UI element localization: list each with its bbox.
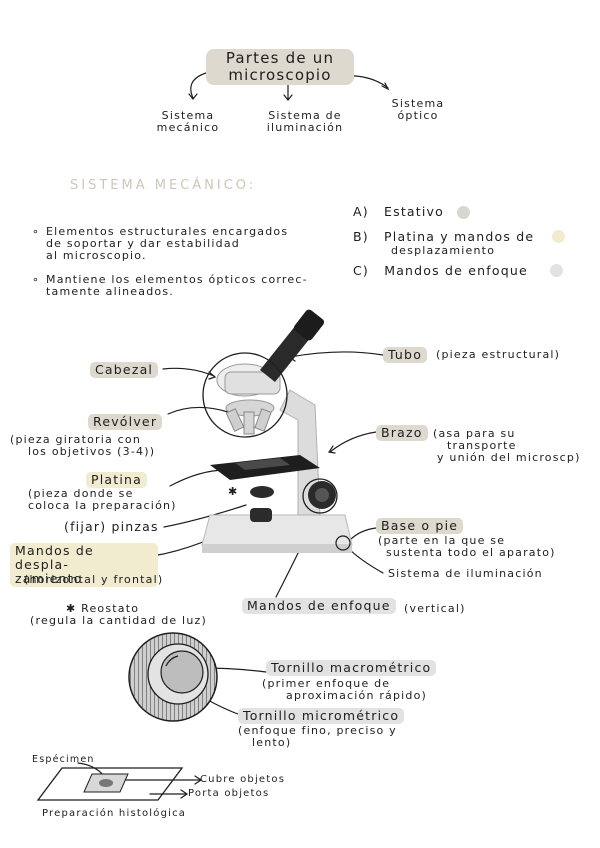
label-cabezal: Cabezal (90, 362, 159, 378)
label-revolver: Revólver (88, 414, 163, 430)
label-tornillo-macrometrico: Tornillo macrométrico (266, 660, 437, 676)
branch-optico: Sistema óptico (391, 97, 445, 122)
label-tornillo-micro-note: (enfoque fino, preciso y lento) (238, 724, 397, 749)
label-brazo: Brazo (376, 425, 428, 441)
legend-c: C) Mandos de enfoque (353, 263, 528, 278)
legend-b: B) Platina y mandos de desplazamiento (353, 229, 535, 258)
slide-drawing (36, 767, 184, 801)
label-tornillo-macro-note: (primer enfoque de aproximación rápido) (262, 677, 428, 702)
legend-a: A) Estativo (353, 204, 445, 219)
page-title: Partes de un microscopio (206, 49, 354, 85)
bullet-2: ∘ Mantiene los elementos ópticos correc-… (32, 273, 308, 298)
focus-knob-drawing (128, 632, 218, 722)
knob-highlight-circle (302, 478, 338, 514)
branch-mecanico: Sistema mecánico (156, 109, 220, 134)
label-mandos-enfoque: Mandos de enfoque (242, 598, 396, 614)
bullet-dot-icon: ∘ (32, 273, 41, 286)
label-tubo-note: (pieza estructural) (436, 348, 561, 361)
label-reostato: ✱ Reostato (regula la cantidad de luz) (30, 602, 207, 627)
label-tornillo-micrometrico: Tornillo micrométrico (238, 708, 405, 724)
section-heading: SISTEMA MECÁNICO: (70, 178, 257, 193)
label-platina-note: (pieza donde se coloca la preparación) (28, 487, 177, 512)
label-mandos-desplazamiento: Mandos de despla- zamiento (10, 543, 158, 587)
label-mandos-enfoque-note: (vertical) (404, 602, 466, 615)
microscope-illustration (201, 309, 353, 553)
legend-a-swatch (457, 206, 470, 219)
label-especimen: Espécimen (32, 754, 95, 765)
label-brazo-note: (asa para su transporte y unión del micr… (433, 427, 581, 464)
head-highlight-circle (202, 352, 288, 438)
label-preparacion-histologica: Preparación histológica (42, 808, 187, 819)
label-base-note: (parte en la que se sustenta todo el apa… (378, 534, 556, 559)
legend-b-swatch (552, 230, 565, 243)
branch-iluminacion: Sistema de iluminación (266, 109, 344, 134)
asterisk-icon: ✱ (228, 485, 239, 498)
legend-c-swatch (550, 264, 563, 277)
label-porta-objetos: Porta objetos (188, 788, 270, 799)
label-platina: Platina (86, 472, 148, 488)
label-tubo: Tubo (383, 347, 428, 363)
label-sistema-iluminacion: Sistema de iluminación (388, 567, 543, 580)
bullet-1: ∘ Elementos estructurales encargados de … (32, 225, 289, 262)
label-revolver-note: (pieza giratoria con los objetivos (3-4)… (10, 433, 156, 458)
label-base: Base o pie (376, 518, 464, 534)
label-cubre-objetos: Cubre objetos (200, 774, 286, 785)
label-fijar-pinzas: (fijar) pinzas (64, 519, 159, 534)
label-mandos-desplazamiento-note: (horizontal y frontal) (24, 573, 164, 586)
bullet-dot-icon: ∘ (32, 225, 41, 238)
light-highlight-circle (335, 535, 351, 551)
